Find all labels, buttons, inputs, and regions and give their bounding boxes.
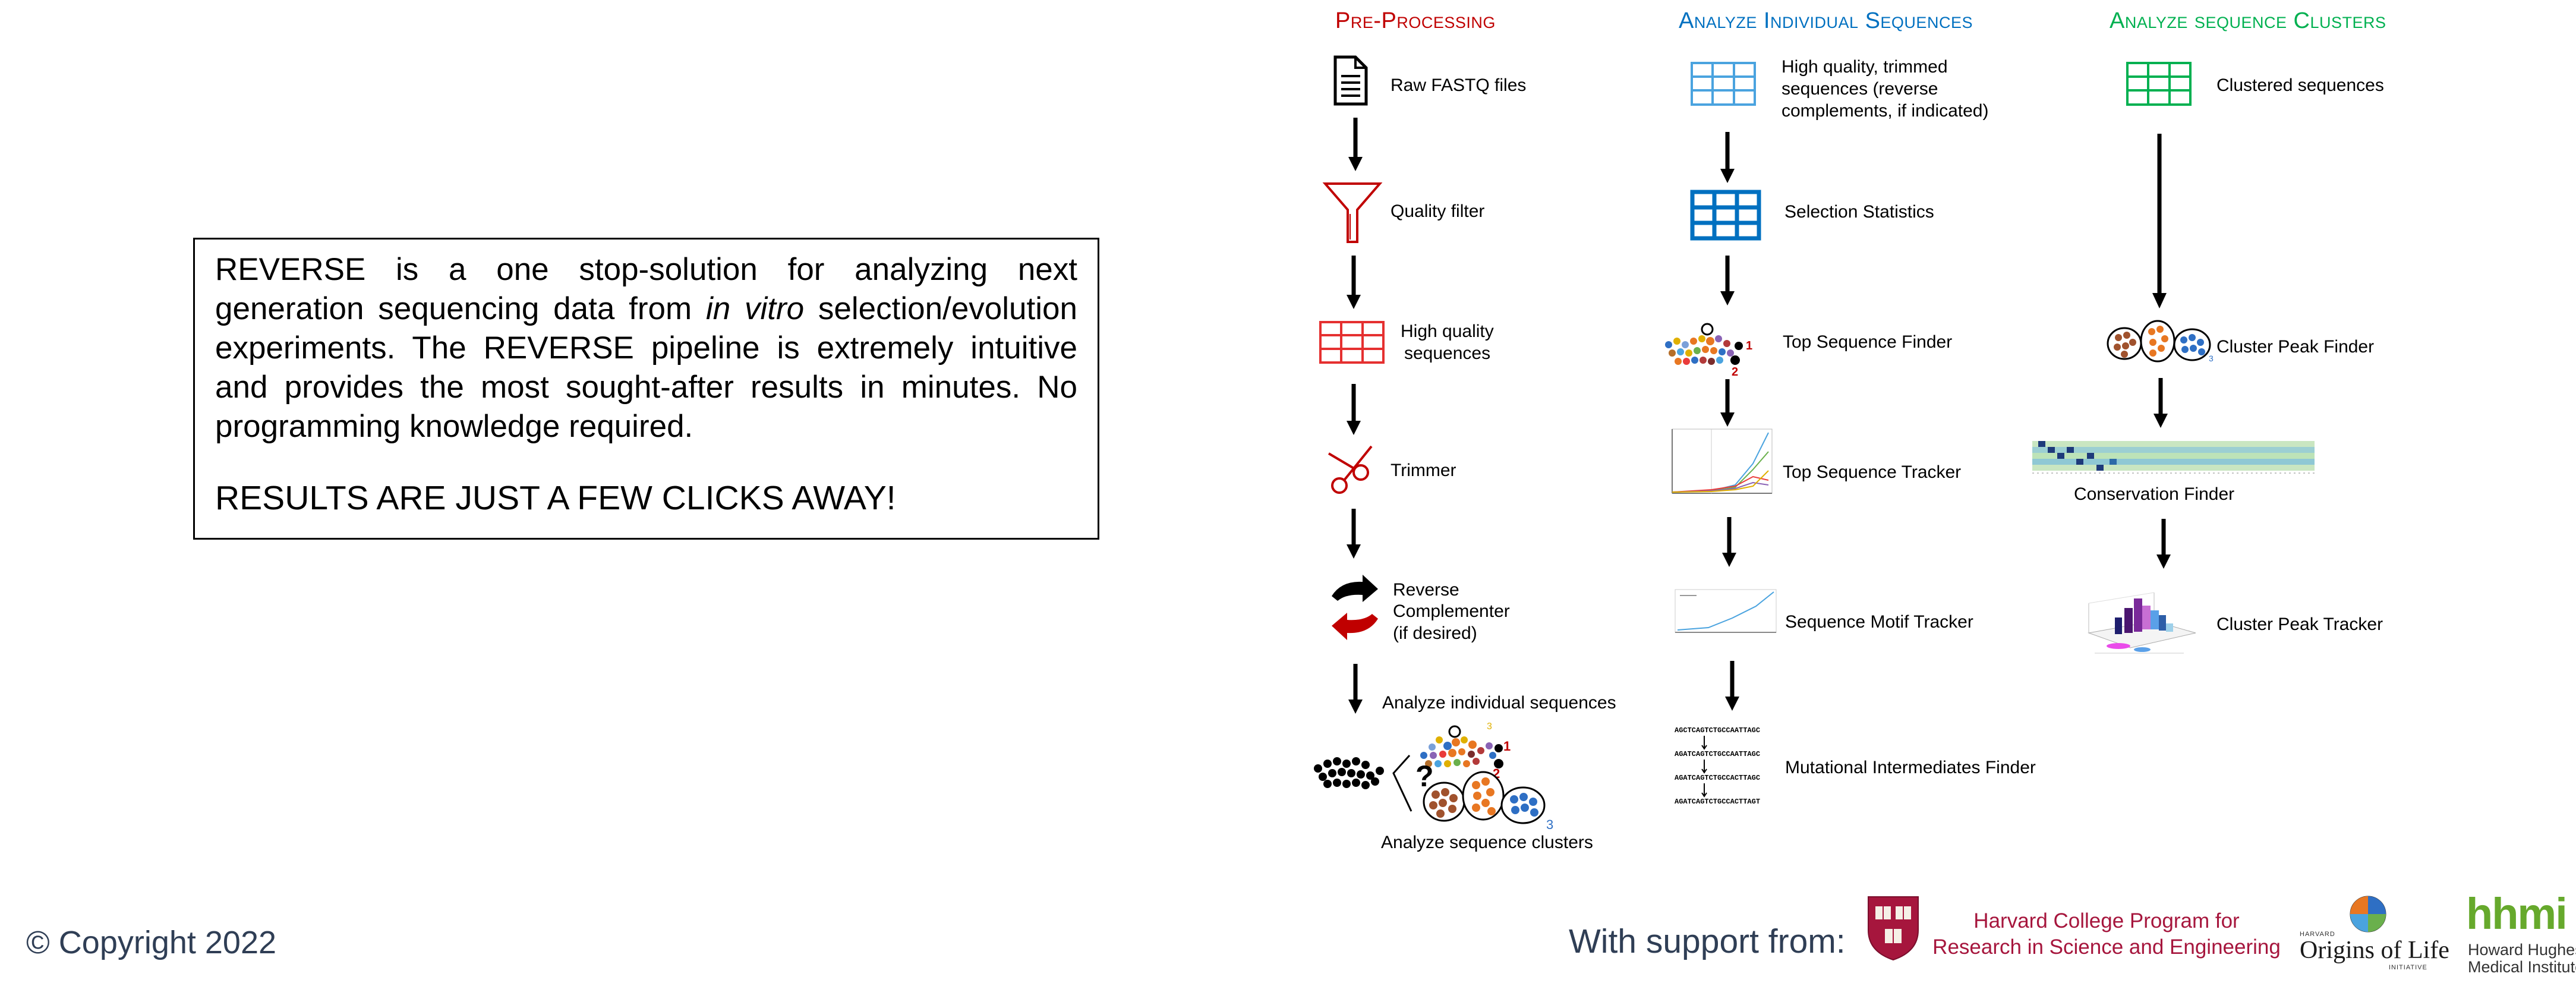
mutational-intermediates-label: Mutational Intermediates Finder xyxy=(1785,758,2036,777)
top-sequence-finder-label: Top Sequence Finder xyxy=(1783,332,1953,352)
support-text: With support from: xyxy=(1569,922,1846,960)
intro-box: REVERSE is a one stop-solution for analy… xyxy=(193,238,1099,540)
mutation-sequence: AGATCAGTCTGCCACTTAGC xyxy=(1675,774,1760,782)
down-arrow-icon xyxy=(1347,256,1361,309)
raw-fastq-label: Raw FASTQ files xyxy=(1391,75,1527,95)
down-arrow-icon xyxy=(1347,384,1361,435)
down-arrow-icon xyxy=(1348,664,1363,714)
reverse-arrows-icon xyxy=(1332,575,1378,640)
reverse-label-2: Complementer xyxy=(1393,601,1510,621)
individual-heading: Analyze Individual Sequences xyxy=(1679,8,1973,33)
ool-main-text: Origins of Life xyxy=(2300,937,2449,964)
hhmi-logo: hhmi xyxy=(2466,889,2568,938)
hq-trimmed-label-1: High quality, trimmed xyxy=(1782,57,1948,77)
top-sequence-tracker-label: Top Sequence Tracker xyxy=(1783,462,1962,482)
origins-of-life-logo xyxy=(2350,896,2386,932)
hhmi-name: Howard Hughes Medical Institute xyxy=(2468,941,2576,976)
hq-sequences-label-2: sequences xyxy=(1404,344,1491,363)
funnel-icon xyxy=(1322,182,1383,243)
down-arrow-icon xyxy=(1720,379,1735,427)
document-icon xyxy=(1333,55,1368,106)
harvard-program-text: Harvard College Program for Research in … xyxy=(1932,909,2281,959)
intro-emphasis: RESULTS ARE JUST A FEW CLICKS AWAY! xyxy=(215,479,896,517)
cluster-peak-icon: 3 xyxy=(2107,320,2214,363)
mutational-sequences-icon: AGCTCAGTCTGCCAATTAGC AGATCAGTCTGCCAATTAG… xyxy=(1675,726,1760,806)
ool-harvard-text: HARVARD xyxy=(2300,931,2335,938)
down-arrow-icon xyxy=(1722,517,1736,567)
conservation-finder-label: Conservation Finder xyxy=(2074,484,2235,504)
motif-plot-icon xyxy=(1675,589,1777,633)
down-arrow-icon xyxy=(2152,134,2167,308)
reverse-label-3: (if desired) xyxy=(1393,623,1477,643)
trimmer-label: Trimmer xyxy=(1391,461,1456,480)
table-icon xyxy=(2126,62,2192,106)
branch-illustration: ? 3 1 2 3 xyxy=(1314,722,1553,832)
selection-statistics-label: Selection Statistics xyxy=(1784,202,1934,222)
harvard-shield-logo xyxy=(1868,896,1919,961)
analyze-individual-label: Analyze individual sequences xyxy=(1382,693,1616,713)
down-arrow-icon xyxy=(1347,509,1361,559)
rank-label: 1 xyxy=(1503,739,1511,754)
conservation-heatmap-icon xyxy=(2032,441,2315,474)
statistics-table-icon xyxy=(1690,190,1761,241)
hq-trimmed-label-2: sequences (reverse xyxy=(1782,79,1938,99)
table-icon xyxy=(1691,62,1756,106)
copyright-text: © Copyright 2022 xyxy=(26,925,277,960)
rank-label: 3 xyxy=(2209,354,2214,363)
mutation-sequence: AGATCAGTCTGCCAATTAGC xyxy=(1675,750,1760,758)
rank-label: 1 xyxy=(1746,339,1752,352)
down-arrow-icon xyxy=(1725,661,1739,711)
clusters-heading: Analyze sequence Clusters xyxy=(2110,8,2386,33)
clustered-sequences-label: Clustered sequences xyxy=(2216,75,2384,95)
quality-filter-label: Quality filter xyxy=(1391,201,1485,221)
top-sequence-icon: 1 2 xyxy=(1665,323,1752,379)
preprocessing-heading: Pre-Processing xyxy=(1335,8,1496,33)
scissors-icon xyxy=(1328,445,1373,494)
reverse-label-1: Reverse xyxy=(1393,580,1459,600)
mutation-sequence: AGCTCAGTCTGCCAATTAGC xyxy=(1675,726,1760,735)
sequence-motif-tracker-label: Sequence Motif Tracker xyxy=(1785,612,1973,632)
table-icon xyxy=(1319,321,1385,364)
tracker-plot-icon xyxy=(1672,429,1773,494)
rank-label: 3 xyxy=(1546,817,1553,832)
intro-paragraph: REVERSE is a one stop-solution for analy… xyxy=(215,252,1077,444)
down-arrow-icon xyxy=(2156,519,2171,569)
down-arrow-icon xyxy=(1720,132,1735,183)
down-arrow-icon xyxy=(2154,378,2168,428)
cluster-peak-finder-label: Cluster Peak Finder xyxy=(2216,337,2375,357)
mutation-sequence: AGATCAGTCTGCCACTTAGT xyxy=(1675,798,1760,806)
down-arrow-icon xyxy=(1720,256,1735,305)
rank-label: 2 xyxy=(1732,366,1738,379)
analyze-clusters-label: Analyze sequence clusters xyxy=(1381,833,1593,852)
svg-text:3: 3 xyxy=(1487,722,1492,732)
cluster-peak-tracker-label: Cluster Peak Tracker xyxy=(2216,615,2383,634)
hq-trimmed-label-3: complements, if indicated) xyxy=(1782,101,1989,121)
hq-sequences-label-1: High quality xyxy=(1401,322,1494,341)
peak-tracker-3d-icon xyxy=(2088,592,2196,654)
down-arrow-icon xyxy=(1348,118,1363,171)
ool-initiative-text: INITIATIVE xyxy=(2389,964,2427,971)
in-vitro-italic: in vitro xyxy=(705,291,805,326)
